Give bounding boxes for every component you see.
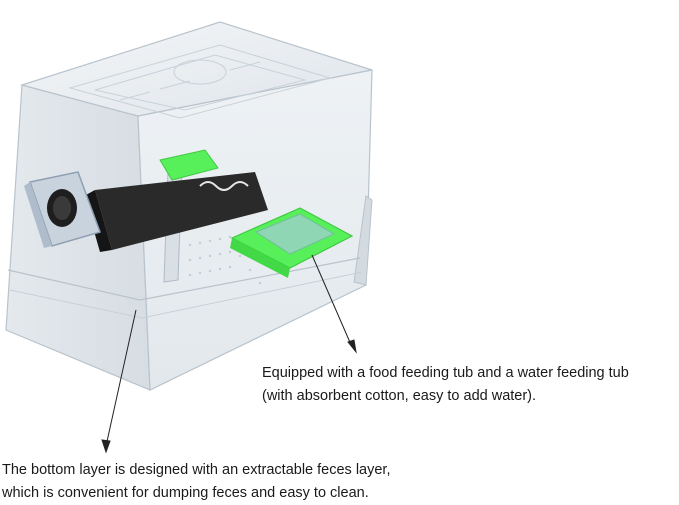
pointer-line-bottom [105, 309, 137, 447]
feeding-tub-caption: Equipped with a food feeding tub and a w… [262, 362, 629, 408]
bottom-layer-caption: The bottom layer is designed with an ext… [2, 459, 390, 505]
bottom-layer-caption-line-2: which is convenient for dumping feces an… [2, 485, 369, 501]
bottom-layer-caption-line-1: The bottom layer is designed with an ext… [2, 462, 391, 478]
food-feeding-tub [159, 149, 219, 181]
tube-entrance [24, 171, 101, 248]
top-engraving [68, 44, 332, 119]
water-feeding-tub [230, 207, 354, 278]
pointer-line-tub [311, 254, 353, 348]
absorbent-cotton [254, 213, 336, 255]
feeding-tub-caption-line-1: Equipped with a food feeding tub and a w… [262, 365, 629, 381]
vent-pattern [188, 235, 262, 285]
feeding-tub-caption-line-2: (with absorbent cotton, easy to add wate… [262, 388, 537, 404]
enclosure-right-edge [353, 195, 373, 286]
pointer-lines [101, 254, 357, 454]
